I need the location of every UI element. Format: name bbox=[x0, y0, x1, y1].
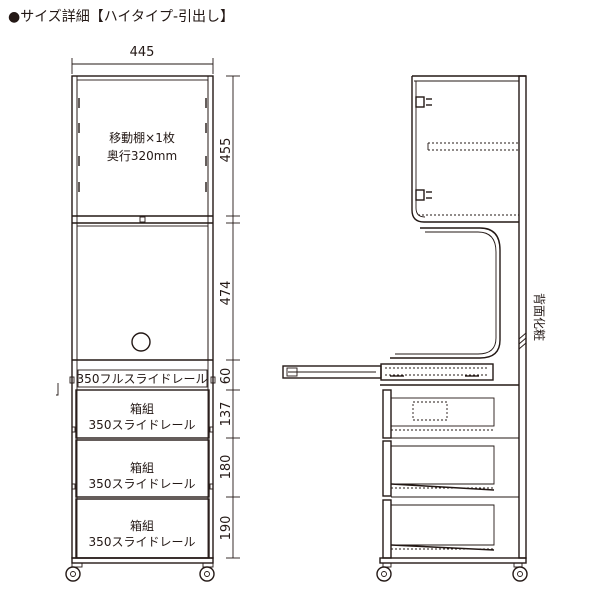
cable-hole bbox=[131, 332, 151, 352]
dim-slide: 60 bbox=[219, 368, 234, 385]
drawer-1-line2: 350スライドレール bbox=[89, 418, 196, 432]
back-panel bbox=[518, 75, 527, 559]
side-casters bbox=[376, 562, 528, 582]
width-dimension: 445 bbox=[130, 45, 155, 60]
dim-drawer2: 180 bbox=[219, 455, 234, 480]
drawer-2-line2: 350スライドレール bbox=[89, 477, 196, 491]
slide-rail-label: 350フルスライドレール bbox=[77, 372, 208, 386]
dim-drawer1: 137 bbox=[219, 402, 234, 427]
diagram-title: ●サイズ詳細【ハイタイプ-引出し】 bbox=[8, 9, 235, 25]
shelf-pin-holes bbox=[78, 98, 207, 192]
side-drawer-2 bbox=[382, 440, 519, 498]
dim-drawer3: 190 bbox=[219, 516, 234, 541]
dim-upper: 474 bbox=[219, 281, 234, 306]
drawer-3-line2: 350スライドレール bbox=[89, 535, 196, 549]
side-view: 背面化粧 bbox=[282, 75, 546, 582]
front-view: 445 移動棚×1枚 奥行320mm 350フルスライドレール bbox=[56, 45, 240, 582]
drawer-1-front bbox=[75, 389, 210, 439]
door-handle bbox=[56, 383, 59, 396]
slide-tray bbox=[282, 363, 519, 386]
shelf-label-line1: 移動棚×1枚 bbox=[109, 130, 175, 145]
drawer-2-line1: 箱組 bbox=[130, 460, 154, 475]
side-drawer-3 bbox=[382, 499, 495, 559]
side-drawer-1 bbox=[382, 389, 519, 439]
front-casters bbox=[65, 562, 215, 582]
shelf-label-line2: 奥行320mm bbox=[107, 149, 177, 163]
dim-top: 455 bbox=[219, 138, 234, 163]
hatch-mark bbox=[518, 332, 527, 350]
drawer-1-line1: 箱組 bbox=[130, 401, 154, 416]
height-dimension-line bbox=[226, 75, 240, 559]
drawer-3-line1: 箱組 bbox=[130, 518, 154, 533]
drawer-2-front bbox=[75, 439, 210, 498]
back-finish-label: 背面化粧 bbox=[532, 293, 546, 341]
